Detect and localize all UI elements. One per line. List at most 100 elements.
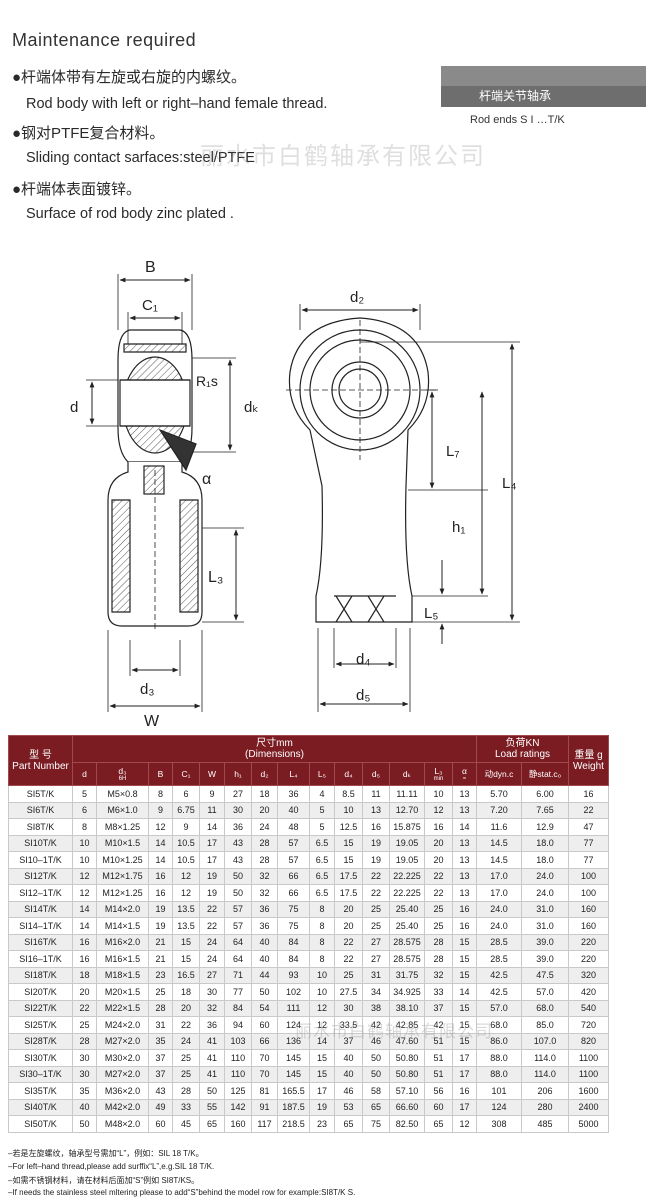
col-header-dyn: 动dyn.c xyxy=(476,762,522,786)
table-cell: 142 xyxy=(224,1098,252,1116)
table-cell: 25 xyxy=(72,1016,97,1034)
col-header-L5: L₅ xyxy=(309,762,335,786)
table-cell: 101 xyxy=(476,1082,522,1100)
table-cell: 10 xyxy=(334,801,363,819)
table-cell: 6.5 xyxy=(309,851,335,869)
table-cell: 46 xyxy=(362,1032,390,1050)
label-dk: dₖ xyxy=(244,399,259,416)
table-cell: 77 xyxy=(568,851,609,869)
table-cell: 30 xyxy=(334,999,363,1017)
table-cell: 14.5 xyxy=(476,834,522,852)
table-cell: M14×2.0 xyxy=(96,900,149,918)
table-cell: 23 xyxy=(148,966,173,984)
feature-1-zh: ●杆端体带有左旋或右旋的内螺纹。 xyxy=(12,69,247,86)
table-cell: 41 xyxy=(199,1065,225,1083)
table-cell: 8 xyxy=(309,933,335,951)
part-number-cell: SI28T/K xyxy=(8,1032,73,1050)
table-cell: 165.5 xyxy=(277,1082,310,1100)
footnote-4: –If needs the stainless steel mltering p… xyxy=(8,1188,356,1197)
table-cell: 27 xyxy=(362,950,390,968)
table-cell: 82.50 xyxy=(389,1115,425,1133)
part-number-cell: SI6T/K xyxy=(8,801,73,819)
table-cell: 12 xyxy=(148,818,173,836)
technical-drawing: B C₁ R₁s d dₖ α L₃ d₃ W xyxy=(70,259,520,730)
table-cell: 14 xyxy=(72,900,97,918)
table-cell: 9 xyxy=(199,785,225,803)
table-cell: 24.0 xyxy=(521,867,569,885)
table-cell: 27 xyxy=(362,933,390,951)
table-cell: 12.5 xyxy=(334,818,363,836)
table-cell: 5 xyxy=(72,785,97,803)
part-number-cell: SI10T/K xyxy=(8,834,73,852)
table-cell: 55 xyxy=(199,1098,225,1116)
table-cell: 110 xyxy=(224,1065,252,1083)
table-cell: M42×2.0 xyxy=(96,1098,149,1116)
table-cell: 32 xyxy=(251,867,278,885)
table-cell: 50.80 xyxy=(389,1049,425,1067)
table-cell: 14 xyxy=(199,818,225,836)
feature-3-zh: ●杆端体表面镀锌。 xyxy=(12,181,142,198)
part-number-cell: SI30–1T/K xyxy=(8,1065,73,1083)
table-cell: M12×1.25 xyxy=(96,884,149,902)
table-cell: 9 xyxy=(148,801,173,819)
table-cell: 21 xyxy=(148,950,173,968)
table-cell: 22 xyxy=(334,933,363,951)
table-cell: 8 xyxy=(309,917,335,935)
table-cell: 77 xyxy=(224,983,252,1001)
watermark-table: 丽水市白鹤轴承有限公司 xyxy=(295,1022,493,1041)
table-cell: 6.00 xyxy=(521,785,569,803)
table-cell: 38.10 xyxy=(389,999,425,1017)
feature-2-en: Sliding contact sarfaces:steel/PTFE xyxy=(26,150,255,166)
label-d3: d₃ xyxy=(140,681,154,698)
table-cell: 24 xyxy=(199,933,225,951)
table-cell: 5000 xyxy=(568,1115,609,1133)
table-cell: 22 xyxy=(362,884,390,902)
table-cell: 20 xyxy=(72,983,97,1001)
footnote-3: –如需不锈钢材料，请在材料后面加“S”例如 SI8T/KS。 xyxy=(8,1176,200,1185)
table-cell: 16 xyxy=(452,900,477,918)
table-cell: 22 xyxy=(72,999,97,1017)
table-cell: 50 xyxy=(362,1049,390,1067)
table-cell: 24.0 xyxy=(476,900,522,918)
part-number-cell: SI10–1T/K xyxy=(8,851,73,869)
table-cell: 280 xyxy=(521,1098,569,1116)
table-cell: 60 xyxy=(251,1016,278,1034)
table-cell: 64 xyxy=(224,933,252,951)
footnote-1: –若是左旋螺纹，轴承型号需加“L”，例如：SIL 18 T/K。 xyxy=(8,1149,204,1158)
table-cell: 13 xyxy=(452,834,477,852)
page-title: Maintenance required xyxy=(12,30,197,50)
table-cell: 11.11 xyxy=(389,785,425,803)
table-cell: 15 xyxy=(309,1065,335,1083)
table-cell: 40 xyxy=(251,933,278,951)
table-cell: 16 xyxy=(452,1082,477,1100)
table-cell: 33 xyxy=(172,1098,200,1116)
table-cell: 43 xyxy=(224,834,252,852)
feature-3-en: Surface of rod body zinc plated . xyxy=(26,206,234,222)
table-cell: 51 xyxy=(424,1049,453,1067)
table-cell: 540 xyxy=(568,999,609,1017)
table-cell: 100 xyxy=(568,867,609,885)
table-cell: 12.70 xyxy=(389,801,425,819)
table-cell: M20×1.5 xyxy=(96,983,149,1001)
table-cell: 18.0 xyxy=(521,834,569,852)
table-cell: 28 xyxy=(424,950,453,968)
table-cell: 20 xyxy=(424,851,453,869)
table-cell: 16 xyxy=(452,917,477,935)
table-cell: 35 xyxy=(72,1082,97,1100)
table-cell: 11.6 xyxy=(476,818,522,836)
table-cell: 111 xyxy=(277,999,310,1017)
table-cell: 11 xyxy=(362,785,390,803)
table-cell: 84 xyxy=(277,950,310,968)
table-cell: 25 xyxy=(424,900,453,918)
table-cell: 91 xyxy=(251,1098,278,1116)
table-cell: M5×0.8 xyxy=(96,785,149,803)
table-cell: 10.5 xyxy=(172,834,200,852)
